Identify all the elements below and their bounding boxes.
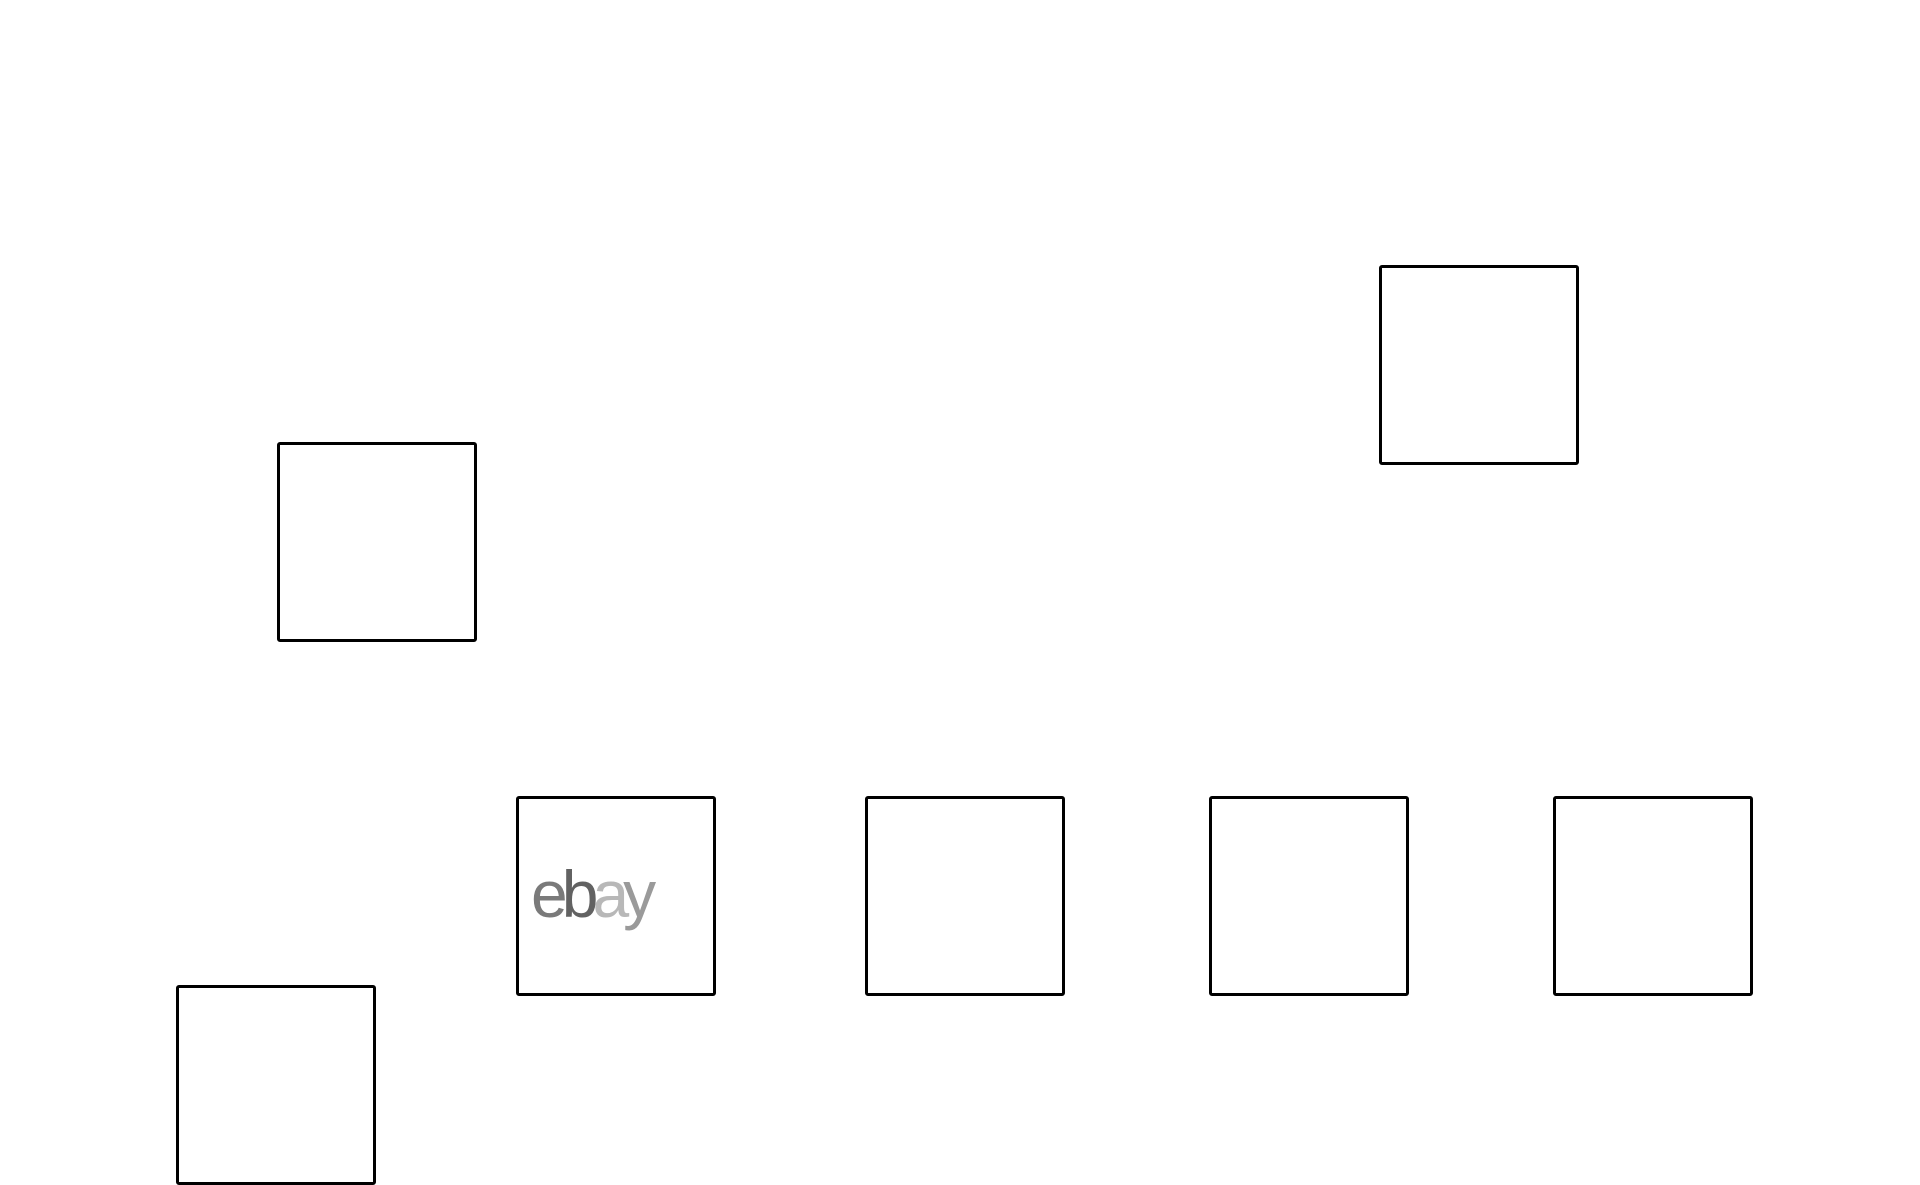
card-tile[interactable] — [277, 442, 477, 642]
svg-text:ebay: ebay — [531, 857, 656, 931]
ebay-logo-letter-y: y — [623, 857, 656, 931]
card-tile[interactable] — [1209, 796, 1409, 996]
ebay-logo: ebay — [531, 857, 662, 931]
card-tile[interactable] — [865, 796, 1065, 996]
card-tile[interactable] — [176, 985, 376, 1185]
card-tile-ebay[interactable]: ebay — [516, 796, 716, 996]
card-tile[interactable] — [1553, 796, 1753, 996]
ebay-logo-letter-b: b — [562, 857, 596, 931]
card-tile[interactable] — [1379, 265, 1579, 465]
ebay-logo-letter-e: e — [531, 857, 565, 931]
